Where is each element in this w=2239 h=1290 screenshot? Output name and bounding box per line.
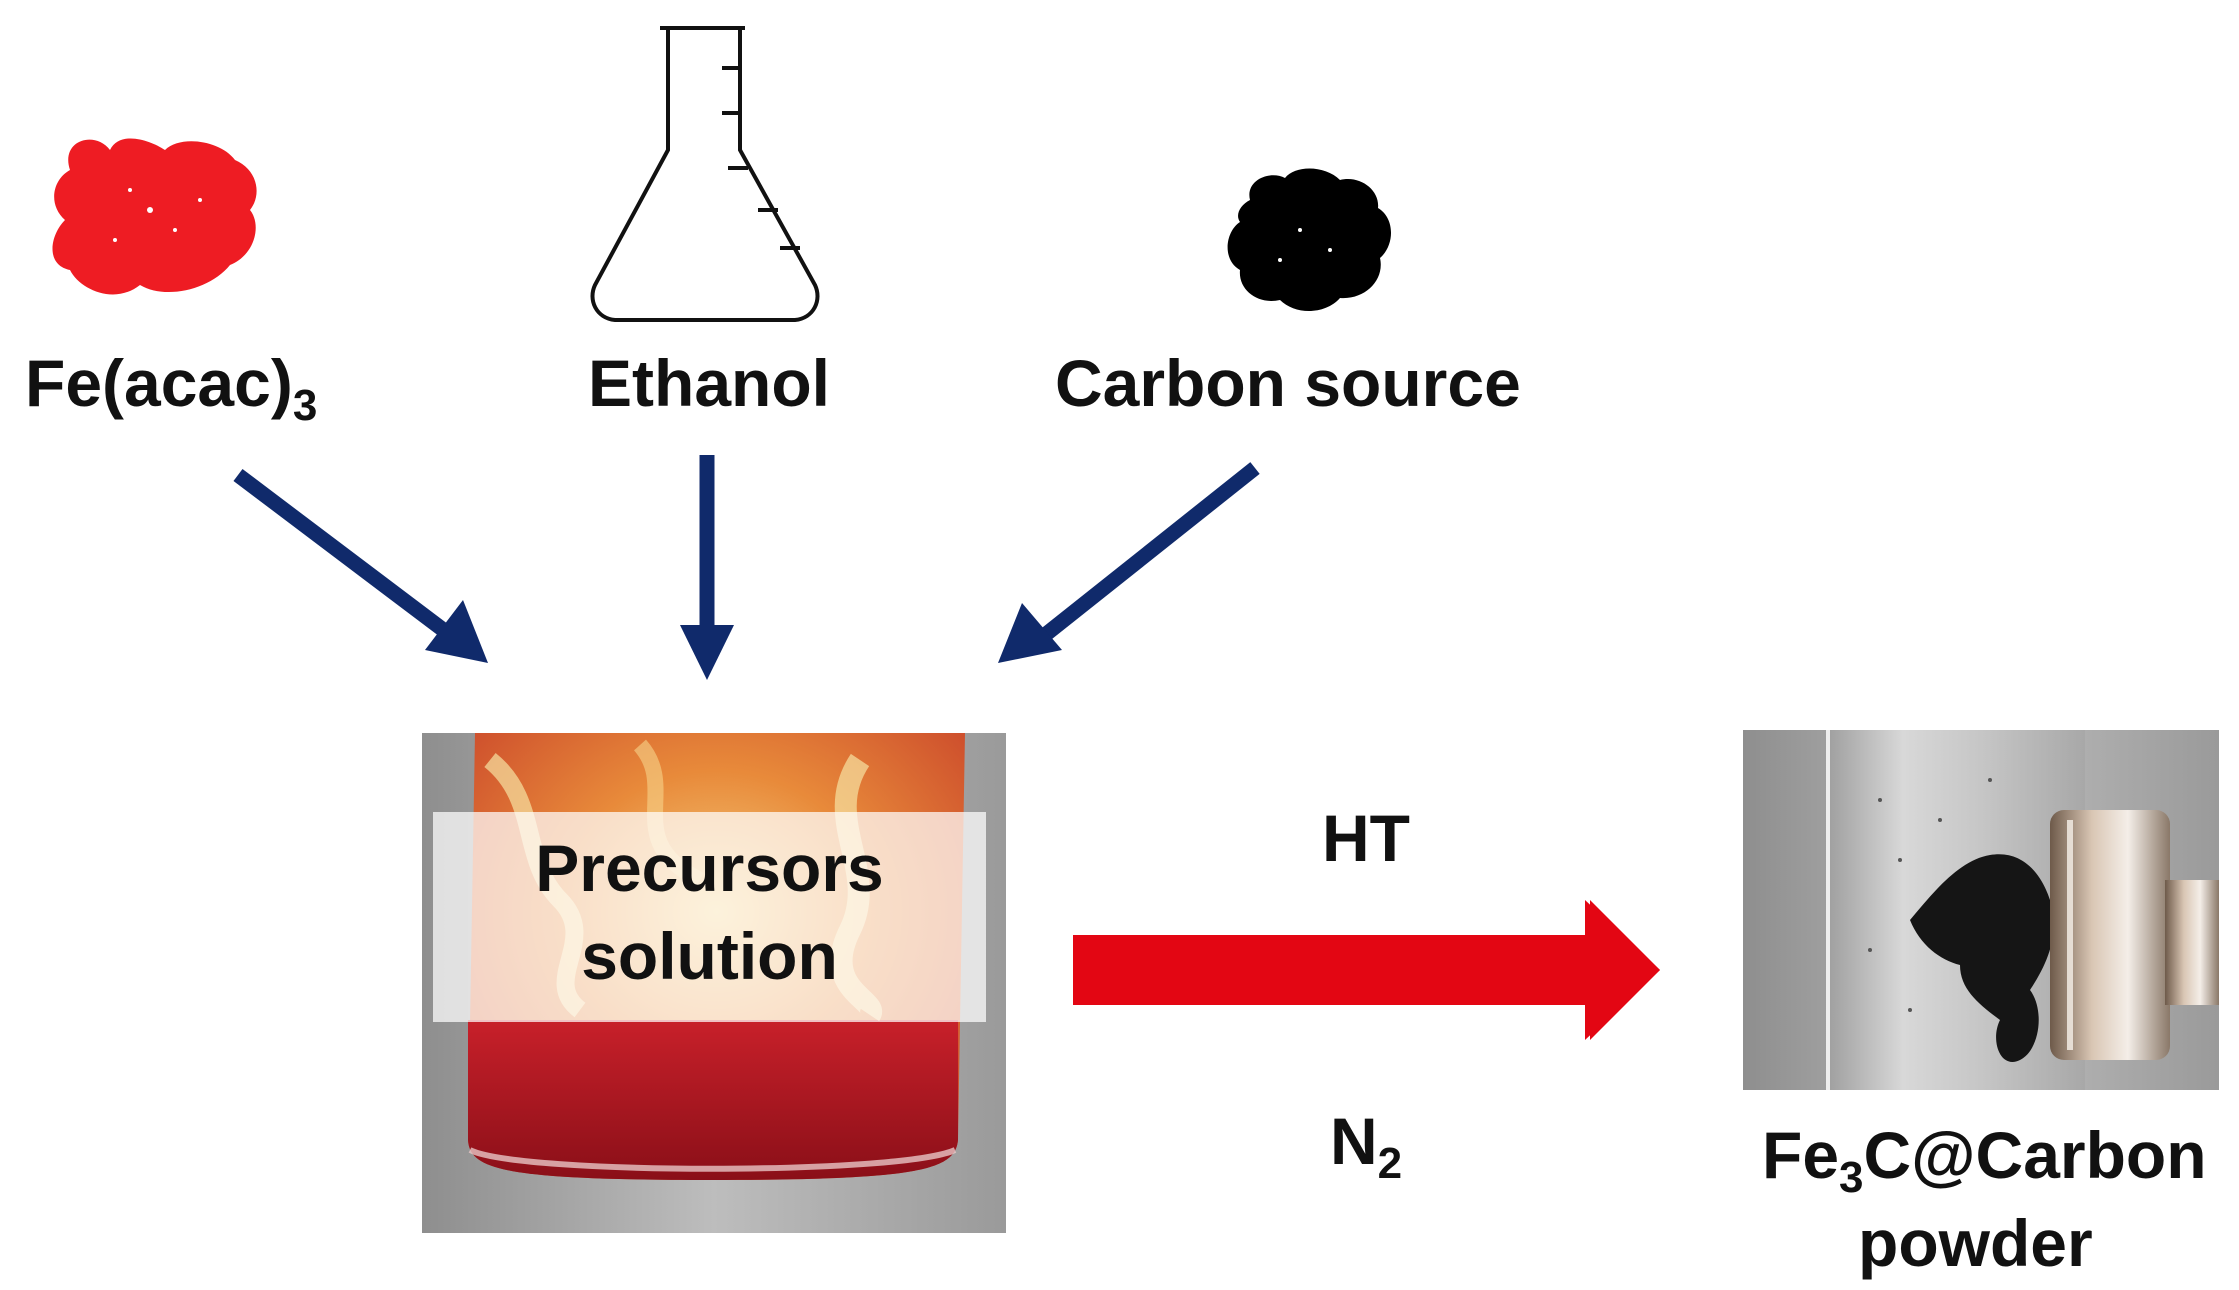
arrow-ethanol-to-solution xyxy=(680,455,734,680)
carbon-source-powder-icon xyxy=(1227,168,1392,312)
product-label-line2: powder xyxy=(1858,1206,2093,1280)
fe-acac-powder-icon xyxy=(52,138,257,295)
fe-acac-label: Fe(acac)3 xyxy=(25,346,318,430)
ethanol-flask-icon xyxy=(590,26,820,322)
product-photo xyxy=(1743,730,2219,1090)
condition-n2: N2 xyxy=(1330,1104,1403,1188)
ethanol-label: Ethanol xyxy=(588,346,830,420)
carbon-source-label: Carbon source xyxy=(1055,346,1521,420)
reaction-arrow xyxy=(1073,900,1660,1040)
precursors-label-line2: solution xyxy=(581,919,838,993)
precursors-label-box: Precursors solution xyxy=(433,812,986,1022)
arrow-carbon-to-solution xyxy=(998,462,1260,663)
input-arrows xyxy=(233,455,1260,680)
condition-ht: HT xyxy=(1322,801,1410,875)
precursors-label-line1: Precursors xyxy=(535,831,884,905)
arrow-fe-to-solution xyxy=(233,469,488,663)
product-label-line1: Fe3C@Carbon xyxy=(1762,1118,2207,1202)
